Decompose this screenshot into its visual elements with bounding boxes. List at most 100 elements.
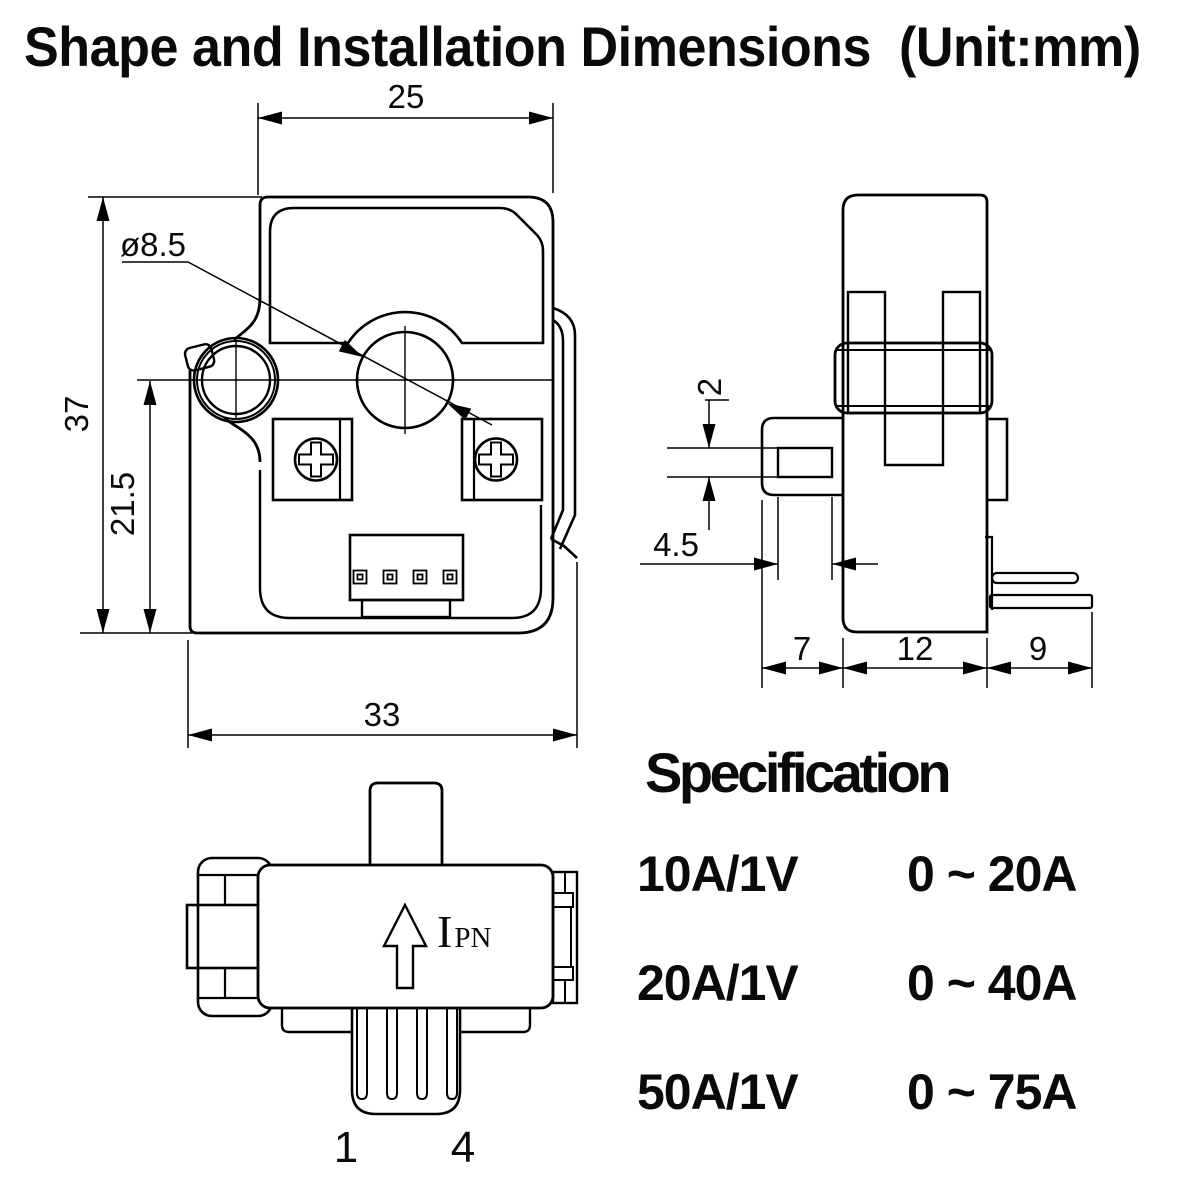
pin	[416, 1008, 428, 1101]
dim-arrow	[762, 661, 786, 675]
side-dimensions: 2 4.5 7 12 9	[640, 378, 1093, 688]
front-connector-pins	[352, 569, 458, 585]
dim-side-block-width: 7	[793, 630, 811, 667]
spec-ratio: 10A/1V	[637, 846, 799, 902]
spec-row: 50A/1V 0 ~ 75A	[637, 1063, 1078, 1121]
spec-range: 0 ~ 20A	[907, 846, 1078, 902]
dim-arrow	[819, 661, 843, 675]
dim-arrows	[96, 111, 577, 742]
pin-first-label: 1	[334, 1123, 358, 1172]
side-lever-slot-right	[941, 290, 982, 415]
dim-arrow	[96, 609, 110, 633]
pin-square-core	[416, 573, 424, 581]
spec-range: 0 ~ 75A	[907, 1064, 1078, 1120]
dim-arrow	[702, 477, 716, 501]
bottom-top-tab	[368, 781, 444, 866]
dim-arrow	[754, 557, 778, 571]
front-terminal-right	[460, 417, 544, 502]
front-connector-lip	[360, 598, 452, 619]
side-view	[760, 193, 1094, 634]
spec-range: 0 ~ 40A	[907, 955, 1078, 1011]
dim-arrow	[447, 403, 472, 420]
front-clip-inner	[549, 318, 565, 540]
dim-arrow	[258, 111, 282, 125]
pin-square-core	[386, 573, 394, 581]
dim-front-width-bottom: 33	[364, 696, 401, 733]
side-left-block	[760, 416, 843, 497]
drawing-canvas: 25 37 21.5 33 ø8.5	[58, 80, 1094, 1172]
front-neck-upper	[233, 297, 262, 342]
dim-front-height-inner: 21.5	[104, 472, 141, 536]
current-label: IPN	[437, 906, 491, 957]
pin-square-core	[446, 573, 454, 581]
pin-last-label: 4	[451, 1123, 475, 1172]
dim-arrow	[553, 728, 577, 742]
spec-row: 20A/1V 0 ~ 40A	[637, 954, 1078, 1012]
current-direction-arrow	[382, 902, 428, 990]
dim-arrow	[143, 381, 157, 405]
side-pin-base	[985, 535, 994, 610]
pin-square	[352, 569, 368, 585]
side-tongue	[883, 413, 945, 467]
dim-arrow	[529, 111, 553, 125]
dim-side-slot-width: 4.5	[653, 526, 699, 563]
dim-front-width-top: 25	[388, 80, 425, 115]
pin-square	[412, 569, 428, 585]
front-window	[268, 206, 545, 345]
dim-front-height: 37	[58, 396, 95, 433]
dim-arrow	[96, 197, 110, 221]
pin	[446, 1008, 458, 1101]
bottom-connector-pins	[356, 1008, 458, 1101]
dim-arrow	[987, 661, 1011, 675]
pin	[356, 1008, 368, 1101]
bottom-right-notch	[552, 966, 574, 981]
side-lever	[841, 193, 989, 345]
side-lever-slot-left	[846, 290, 887, 415]
dim-side-slot-height: 2	[691, 378, 728, 396]
side-left-block-slot	[776, 446, 834, 479]
front-centerlines	[137, 326, 553, 434]
bottom-view: IPN 1 4	[185, 781, 579, 1172]
dim-arrow	[338, 340, 363, 357]
spec-row: 10A/1V 0 ~ 20A	[637, 845, 1078, 903]
side-right-boss	[987, 417, 1009, 502]
side-body	[841, 345, 989, 634]
front-body-inner-outline	[258, 470, 543, 620]
front-body-outline	[188, 195, 555, 635]
front-clip-outer	[552, 306, 577, 550]
dim-arrow	[143, 609, 157, 633]
front-clip-tip	[550, 537, 578, 559]
bottom-connector-step-right	[460, 1008, 532, 1034]
front-screw-left-cross	[298, 441, 334, 478]
spec-ratio: 50A/1V	[637, 1064, 799, 1120]
dim-side-body-width: 12	[897, 630, 934, 667]
side-pin-upper	[990, 571, 1080, 585]
dim-arrow	[832, 557, 856, 571]
dim-arrow	[843, 661, 867, 675]
spec-ratio: 20A/1V	[637, 955, 799, 1011]
front-screw-right-cross	[478, 441, 514, 478]
front-dimensions: 25 37 21.5 33 ø8.5	[58, 80, 578, 748]
specification-heading: Specification	[645, 741, 952, 804]
bottom-body	[256, 863, 555, 1010]
side-clamp-band	[833, 341, 994, 415]
dim-arrow	[188, 728, 212, 742]
pin-square	[442, 569, 458, 585]
dim-arrow	[702, 424, 716, 448]
bottom-right-notch	[552, 892, 574, 908]
front-screw-right	[473, 437, 519, 482]
front-screw-left	[293, 437, 339, 482]
leader-line	[122, 261, 493, 426]
page-title: Shape and Installation Dimensions (Unit:…	[24, 15, 1141, 78]
dim-arrow	[963, 661, 987, 675]
front-terminal-left	[271, 417, 354, 502]
bottom-connector-step-left	[280, 1008, 352, 1034]
dim-arrow	[1068, 661, 1092, 675]
dim-front-hole-diameter: ø8.5	[120, 226, 186, 263]
front-view	[137, 195, 578, 635]
front-connector-body	[348, 533, 465, 602]
dim-arrows	[702, 424, 1092, 675]
dim-side-pin-length: 9	[1029, 630, 1047, 667]
pin-square	[382, 569, 398, 585]
side-pin-lower	[988, 593, 1094, 610]
